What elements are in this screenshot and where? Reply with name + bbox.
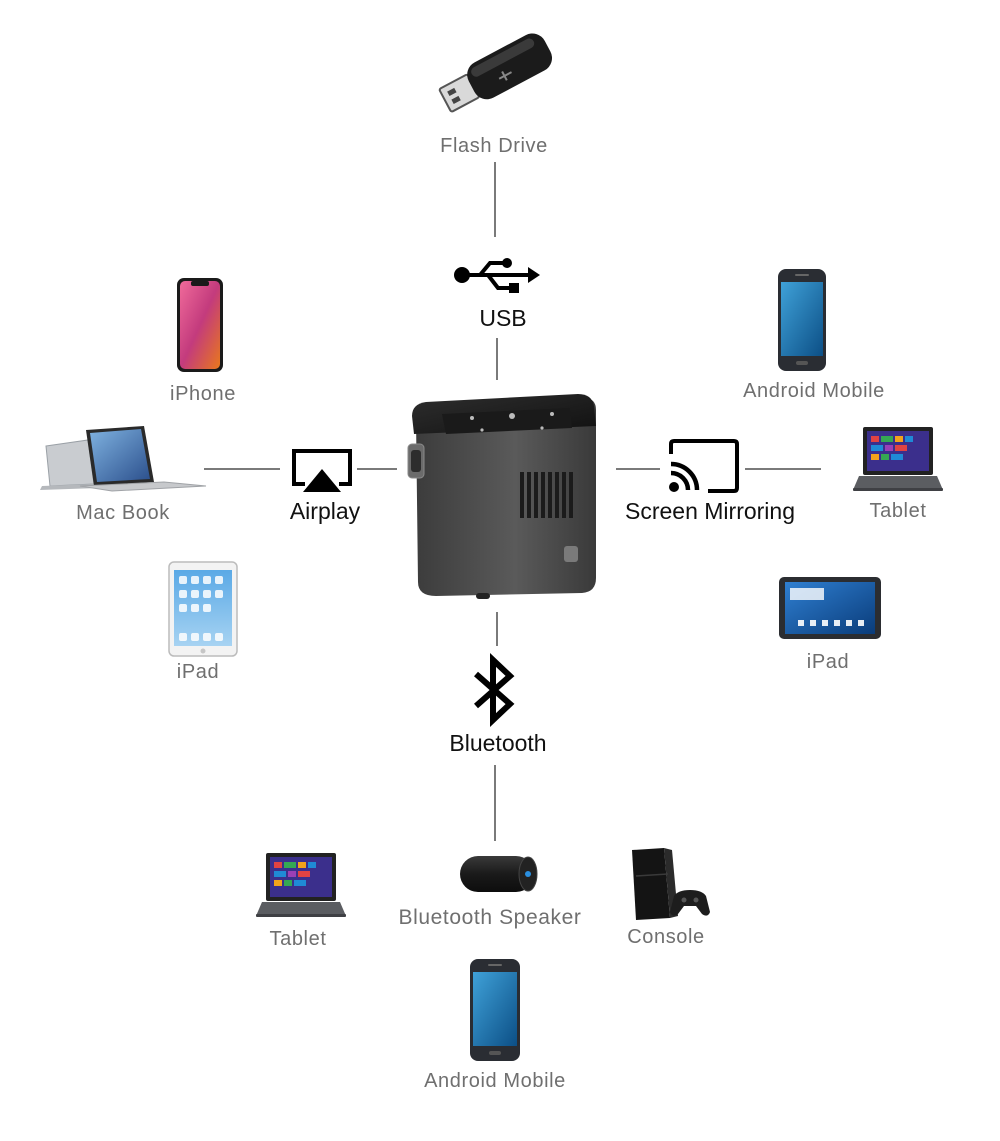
laptop-tablet-icon: [256, 853, 346, 917]
console-label: Console: [627, 926, 705, 948]
connector-line-airplay-projector: [357, 468, 397, 470]
ipad-icon: [168, 561, 238, 657]
ipad-right-label: iPad: [806, 651, 850, 673]
macbook-label: Mac Book: [76, 502, 170, 524]
android-tablet-icon: [779, 577, 881, 639]
usb-icon: [454, 258, 540, 293]
connector-line-projector-mirroring: [616, 468, 660, 470]
iphone-label: iPhone: [170, 383, 236, 405]
connector-line-bluetooth-speaker: [494, 765, 496, 841]
connector-line-flash-usb: [494, 162, 496, 237]
flash-drive-icon: [438, 33, 553, 113]
bluetooth-label: Bluetooth: [449, 730, 547, 756]
airplay-icon: [292, 449, 352, 492]
android-mobile-bottom-label: Android Mobile: [424, 1070, 566, 1092]
speaker-icon: [460, 856, 538, 892]
macbook-icon: [40, 426, 207, 492]
ipad-label: iPad: [176, 661, 220, 683]
bluetooth-icon: [474, 653, 515, 727]
screen-mirroring-label: Screen Mirroring: [625, 498, 795, 524]
bluetooth-speaker-label: Bluetooth Speaker: [398, 906, 582, 929]
mini-projector-cube: [407, 394, 596, 599]
android-phone-icon: [470, 959, 520, 1061]
tablet-bottom-label: Tablet: [269, 928, 327, 950]
connector-line-projector-bluetooth: [496, 612, 498, 646]
airplay-label: Airplay: [289, 498, 361, 524]
screen-mirroring-icon: [669, 439, 739, 493]
android-mobile-right-label: Android Mobile: [743, 380, 885, 402]
connector-line-usb-projector: [496, 338, 498, 380]
android-phone-icon: [778, 269, 826, 371]
iphone-icon: [177, 278, 223, 372]
tablet-right-label: Tablet: [869, 500, 927, 522]
connector-line-macbook-airplay: [204, 468, 280, 470]
console-icon: [632, 848, 710, 920]
usb-label: USB: [479, 305, 527, 331]
connector-line-mirroring-tablet: [745, 468, 821, 470]
flash-drive-label: Flash Drive: [440, 135, 548, 157]
laptop-tablet-icon: [853, 427, 943, 491]
